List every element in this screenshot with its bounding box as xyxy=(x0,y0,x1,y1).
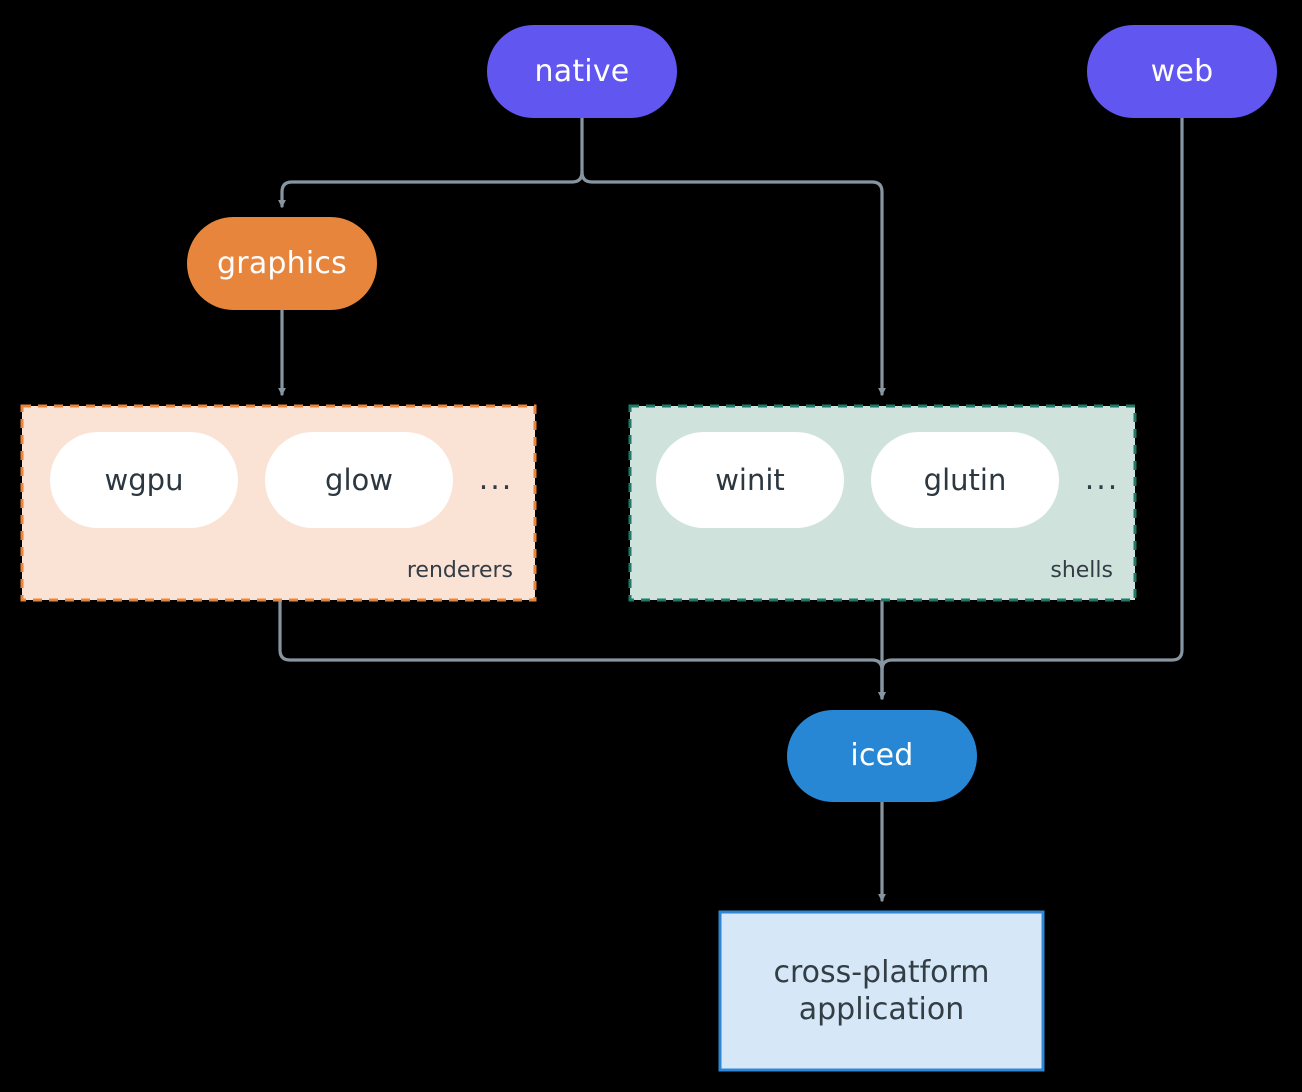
edge-web-to-iced xyxy=(878,116,1184,700)
node-native[interactable] xyxy=(487,25,677,118)
node-web[interactable] xyxy=(1087,25,1277,118)
chip-winit[interactable] xyxy=(656,432,844,528)
edge-native-to-shells xyxy=(580,170,886,396)
chip-glow[interactable] xyxy=(265,432,453,528)
node-application[interactable] xyxy=(718,910,1045,1072)
chip-wgpu[interactable] xyxy=(50,432,238,528)
chip-glutin[interactable] xyxy=(871,432,1059,528)
node-iced[interactable] xyxy=(787,710,977,802)
node-graphics[interactable] xyxy=(187,217,377,310)
edge-native-to-graphics xyxy=(278,170,584,208)
